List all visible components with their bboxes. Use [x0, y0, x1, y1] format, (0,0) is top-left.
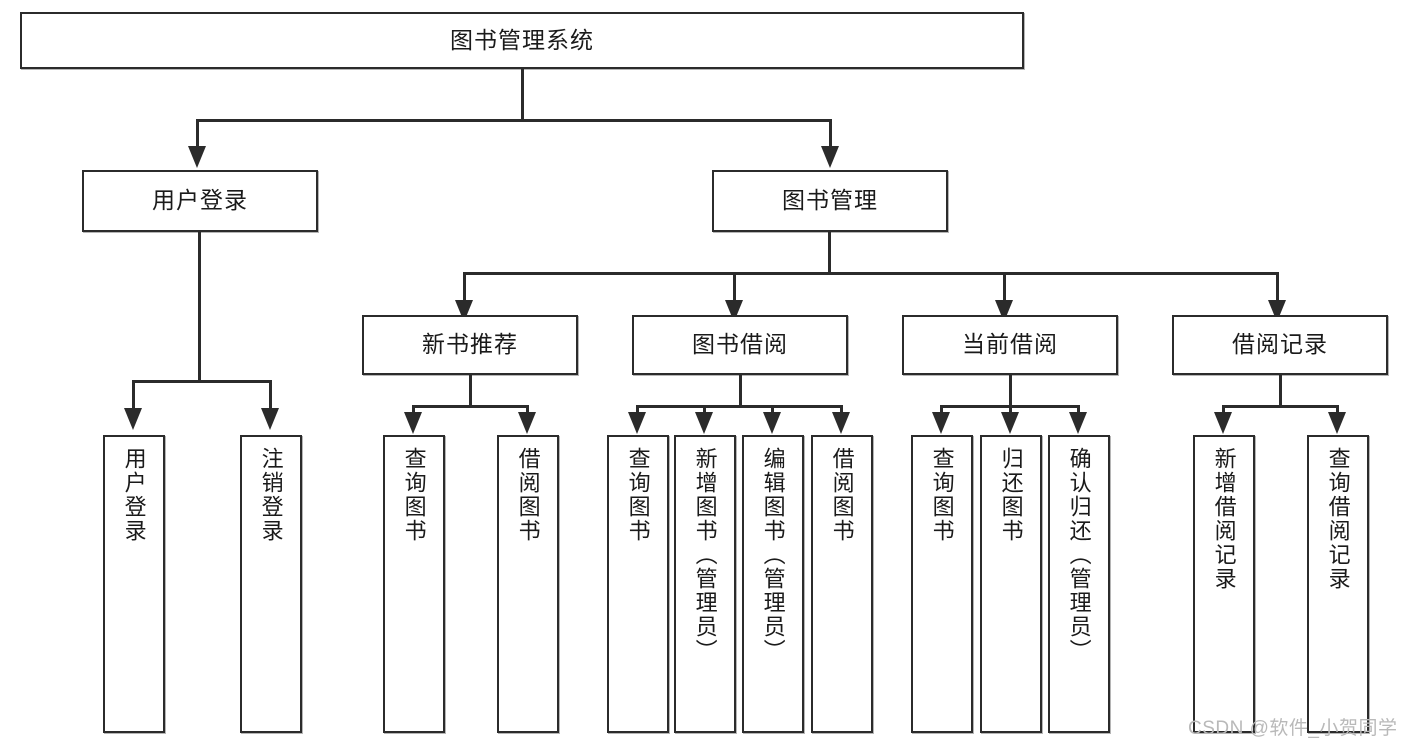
arrow-new-book-leaf-2	[518, 412, 536, 434]
edge-book-borrow-bus	[636, 405, 843, 408]
leaf-book-borrow-1[interactable]: 查询图书	[607, 435, 669, 733]
leaf-new-book-2[interactable]: 借阅图书	[497, 435, 559, 733]
leaf-current-borrow-2[interactable]: 归还图书	[980, 435, 1042, 733]
leaf-user-login-1[interactable]: 用户登录	[103, 435, 165, 733]
csdn-watermark: CSDN @软件_小贺同学	[1188, 718, 1398, 739]
edge-book-manage-drop-3	[1003, 272, 1006, 302]
node-user-login-label: 用户登录	[152, 187, 248, 214]
leaf-current-borrow-3[interactable]: 确认归还（管理员）	[1048, 435, 1110, 733]
node-book-manage-label: 图书管理	[782, 187, 878, 214]
leaf-borrow-record-2[interactable]: 查询借阅记录	[1307, 435, 1369, 733]
leaf-label: 新增图书（管理员）	[692, 447, 718, 663]
leaf-book-borrow-4[interactable]: 借阅图书	[811, 435, 873, 733]
leaf-label: 查询借阅记录	[1325, 447, 1351, 591]
node-new-book-recommend[interactable]: 新书推荐	[362, 315, 578, 375]
edge-root-to-book-manage	[829, 119, 832, 149]
edge-user-login-drop-2	[269, 380, 272, 410]
leaf-label: 用户登录	[121, 447, 147, 543]
edge-root-bus	[196, 119, 832, 122]
leaf-label: 查询图书	[929, 447, 955, 543]
leaf-label: 确认归还（管理员）	[1066, 447, 1092, 663]
edge-book-manage-drop-2	[733, 272, 736, 302]
node-root-label: 图书管理系统	[450, 26, 594, 53]
arrow-current-borrow-leaf-2	[1001, 412, 1019, 434]
leaf-current-borrow-1[interactable]: 查询图书	[911, 435, 973, 733]
leaf-book-borrow-2[interactable]: 新增图书（管理员）	[674, 435, 736, 733]
leaf-label: 借阅图书	[829, 447, 855, 543]
edge-book-manage-stem	[828, 232, 831, 274]
leaf-new-book-1[interactable]: 查询图书	[383, 435, 445, 733]
arrow-book-borrow-leaf-1	[628, 412, 646, 434]
arrow-book-borrow-leaf-4	[832, 412, 850, 434]
arrow-root-to-user-login	[188, 146, 206, 168]
arrow-current-borrow-leaf-3	[1069, 412, 1087, 434]
edge-root-to-user-login	[196, 119, 199, 149]
node-user-login[interactable]: 用户登录	[82, 170, 318, 232]
leaf-label: 注销登录	[258, 447, 284, 543]
edge-current-borrow-stem	[1009, 375, 1012, 407]
arrow-user-login-leaf-1	[124, 408, 142, 430]
leaf-label: 查询图书	[401, 447, 427, 543]
leaf-label: 编辑图书（管理员）	[760, 447, 786, 663]
edge-root-stem	[521, 69, 524, 121]
leaf-label: 新增借阅记录	[1211, 447, 1237, 591]
edge-user-login-bus	[132, 380, 272, 383]
leaf-book-borrow-3[interactable]: 编辑图书（管理员）	[742, 435, 804, 733]
leaf-label: 借阅图书	[515, 447, 541, 543]
arrow-borrow-record-leaf-1	[1214, 412, 1232, 434]
edge-book-manage-drop-1	[463, 272, 466, 302]
node-root[interactable]: 图书管理系统	[20, 12, 1024, 69]
edge-book-manage-drop-4	[1276, 272, 1279, 302]
edge-user-login-stem	[198, 232, 201, 382]
edge-book-manage-bus	[463, 272, 1279, 275]
arrow-book-borrow-leaf-2	[695, 412, 713, 434]
node-borrow-record-label: 借阅记录	[1232, 331, 1328, 358]
leaf-borrow-record-1[interactable]: 新增借阅记录	[1193, 435, 1255, 733]
node-current-borrow[interactable]: 当前借阅	[902, 315, 1118, 375]
node-current-borrow-label: 当前借阅	[962, 331, 1058, 358]
edge-new-book-stem	[469, 375, 472, 407]
arrow-new-book-leaf-1	[404, 412, 422, 434]
node-book-borrow[interactable]: 图书借阅	[632, 315, 848, 375]
leaf-label: 查询图书	[625, 447, 651, 543]
node-book-borrow-label: 图书借阅	[692, 331, 788, 358]
edge-borrow-record-stem	[1279, 375, 1282, 407]
leaf-label: 归还图书	[998, 447, 1024, 543]
leaf-user-login-2[interactable]: 注销登录	[240, 435, 302, 733]
arrow-current-borrow-leaf-1	[932, 412, 950, 434]
edge-user-login-drop-1	[132, 380, 135, 410]
edge-book-borrow-stem	[739, 375, 742, 407]
arrow-user-login-leaf-2	[261, 408, 279, 430]
arrow-root-to-book-manage	[821, 146, 839, 168]
arrow-borrow-record-leaf-2	[1328, 412, 1346, 434]
node-book-manage[interactable]: 图书管理	[712, 170, 948, 232]
node-new-book-recommend-label: 新书推荐	[422, 331, 518, 358]
edge-borrow-record-bus	[1222, 405, 1339, 408]
edge-new-book-bus	[412, 405, 529, 408]
node-borrow-record[interactable]: 借阅记录	[1172, 315, 1388, 375]
arrow-book-borrow-leaf-3	[763, 412, 781, 434]
